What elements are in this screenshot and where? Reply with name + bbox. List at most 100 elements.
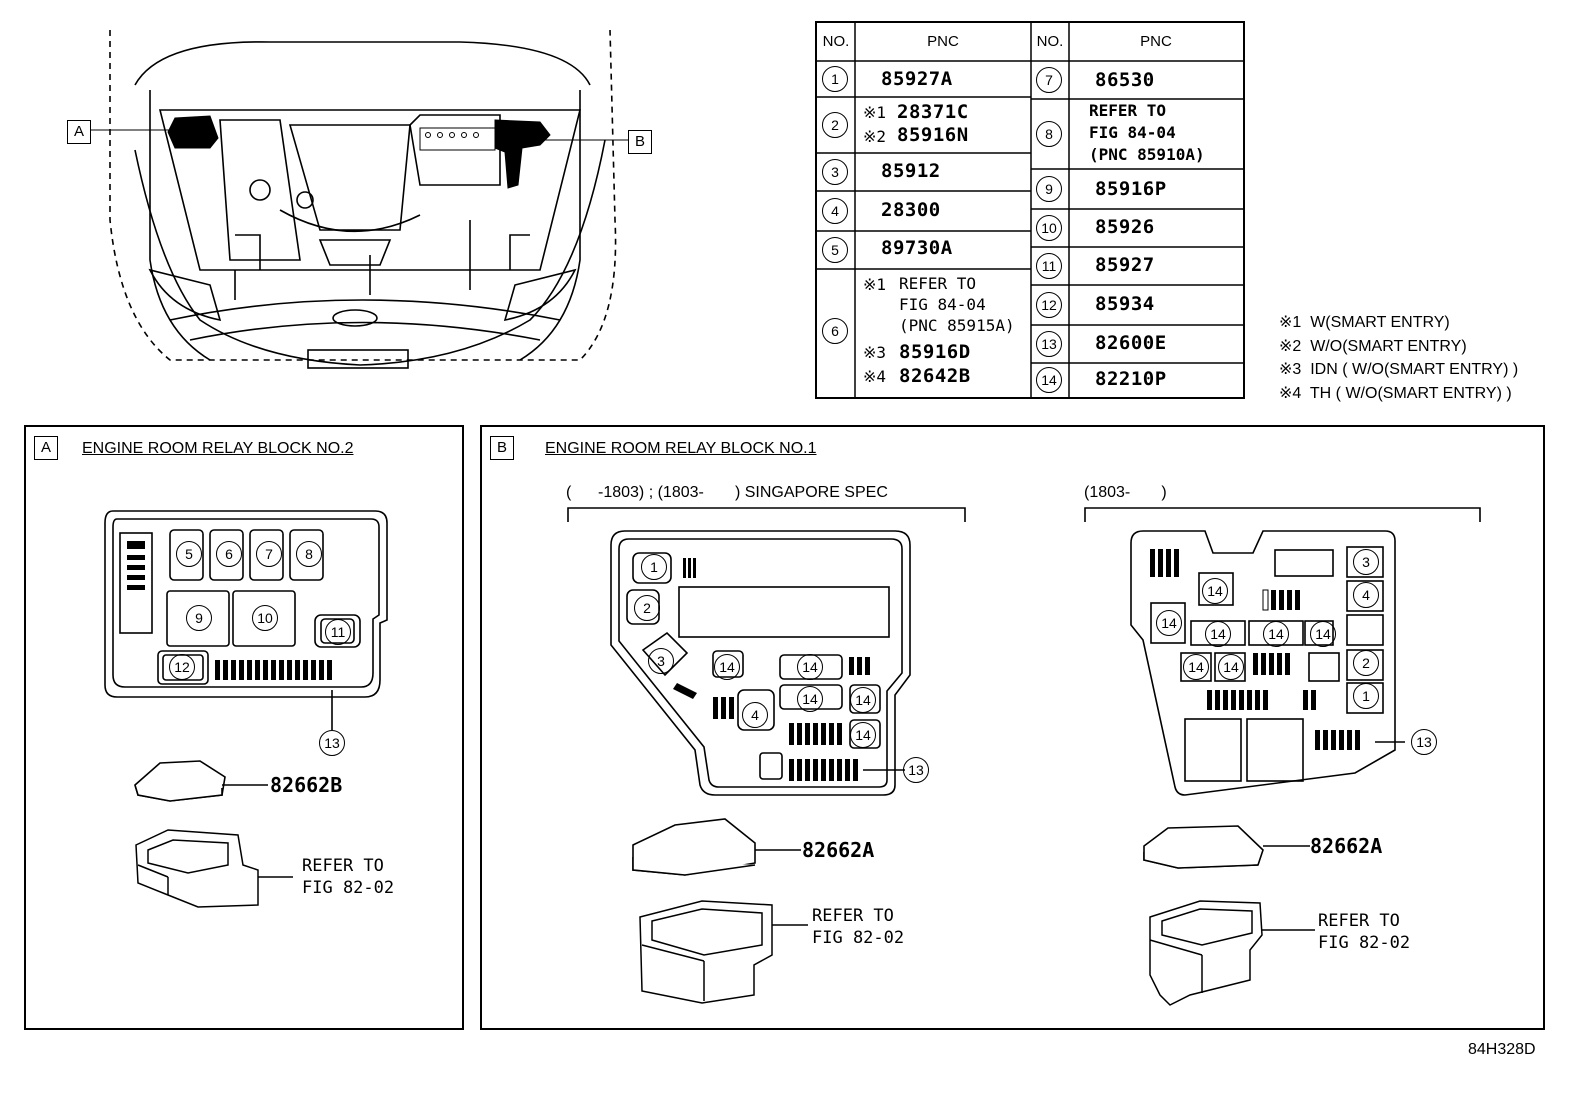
pnc-value-6c: (PNC 85915A): [899, 316, 1015, 335]
callout-a-6: 6: [216, 541, 242, 567]
pnc-value-10: 85926: [1095, 216, 1155, 238]
footnote-1: ※1 W(SMART ENTRY): [1279, 314, 1450, 331]
row-no-2: 2: [822, 112, 848, 138]
callout-br-14c: 14: [1205, 621, 1231, 647]
callout-bl-14a: 14: [714, 654, 740, 680]
callout-br-14g: 14: [1218, 654, 1244, 680]
pnc-value-6b: FIG 84-04: [899, 295, 986, 314]
vehicle-front-illustration: [87, 29, 628, 369]
pnc-value-2b: 85916N: [897, 124, 969, 146]
row-no-8: 8: [1036, 121, 1062, 147]
callout-bl-14e: 14: [850, 722, 876, 748]
relay-case-a-drawing: [135, 829, 293, 908]
panel-a-letter: A: [34, 436, 58, 460]
refer-a-line1: REFER TO: [302, 856, 384, 876]
row-no-11: 11: [1036, 253, 1062, 279]
pnc-value-13: 82600E: [1095, 332, 1167, 354]
callout-a-5: 5: [176, 541, 202, 567]
pnc-value-2a: 28371C: [897, 101, 969, 123]
col-header-pnc-left: PNC: [927, 33, 959, 50]
pnc-table: NO. PNC NO. PNC 1 85927A 2 ※1 28371C ※2 …: [815, 21, 1245, 399]
callout-bl-14b: 14: [797, 654, 823, 680]
callout-bl-14d: 14: [850, 687, 876, 713]
pnc-value-8c: (PNC 85910A): [1089, 145, 1205, 164]
callout-bl-13: 13: [903, 757, 929, 783]
row-no-13: 13: [1036, 331, 1062, 357]
refer-br-line2: FIG 82-02: [1318, 933, 1411, 953]
row-no-3: 3: [822, 159, 848, 185]
footnote-4: ※4 TH ( W/O(SMART ENTRY) ): [1279, 384, 1512, 402]
callout-br-4: 4: [1353, 582, 1379, 608]
callout-br-14f: 14: [1183, 654, 1209, 680]
callout-bl-3: 3: [648, 648, 674, 674]
pnc-value-4: 28300: [881, 199, 941, 221]
callout-a-11: 11: [325, 619, 351, 645]
refer-bl-line1: REFER TO: [812, 906, 894, 926]
panel-a-title: ENGINE ROOM RELAY BLOCK NO.2: [82, 440, 354, 457]
col-header-no-right: NO.: [1036, 33, 1064, 50]
pnc-value-9: 85916P: [1095, 178, 1167, 200]
part-82662b: 82662B: [270, 773, 343, 797]
pnc-value-12: 85934: [1095, 293, 1155, 315]
callout-bl-2: 2: [634, 595, 660, 621]
refer-bl-line2: FIG 82-02: [812, 928, 905, 948]
row-no-4: 4: [822, 198, 848, 224]
callout-br-13: 13: [1411, 729, 1437, 755]
relay-case-b-right-drawing: [1149, 900, 1315, 1006]
vehicle-label-a: A: [67, 120, 91, 144]
relay-block-b-location: [494, 119, 551, 189]
relay-block-1-right-drawing: [1130, 530, 1405, 796]
part-82662a-left: 82662A: [802, 838, 875, 862]
row-no-10: 10: [1036, 215, 1062, 241]
relay-block-a-location: [167, 115, 219, 149]
callout-bl-14c: 14: [797, 686, 823, 712]
refer-a-line2: FIG 82-02: [302, 878, 395, 898]
cover-82662b-drawing: [134, 760, 268, 802]
pnc-value-6a: REFER TO: [899, 274, 977, 293]
pnc-value-7: 86530: [1095, 69, 1155, 91]
callout-br-14e: 14: [1310, 621, 1336, 647]
callout-a-12: 12: [169, 654, 195, 680]
panel-b-letter: B: [490, 436, 514, 460]
cover-82662a-right-drawing: [1143, 825, 1310, 869]
col-header-no-left: NO.: [822, 33, 850, 50]
row-no-14: 14: [1036, 367, 1062, 393]
row-no-7: 7: [1036, 67, 1062, 93]
pnc-value-5: 89730A: [881, 237, 953, 259]
spec-right-label: (1803- ): [1084, 484, 1167, 501]
panel-b-frame: [480, 425, 1545, 1030]
spec-brackets: [567, 507, 1481, 522]
callout-br-2: 2: [1353, 650, 1379, 676]
pnc-value-11: 85927: [1095, 254, 1155, 276]
callout-br-3: 3: [1353, 549, 1379, 575]
panel-b-title: ENGINE ROOM RELAY BLOCK NO.1: [545, 440, 817, 457]
callout-a-10: 10: [252, 605, 278, 631]
footnote-2: ※2 W/O(SMART ENTRY): [1279, 337, 1467, 355]
vehicle-label-b: B: [628, 130, 652, 154]
callout-br-14a: 14: [1202, 578, 1228, 604]
pnc-table-grid: [817, 23, 1243, 397]
pnc-value-1: 85927A: [881, 68, 953, 90]
footnote-3: ※3 IDN ( W/O(SMART ENTRY) ): [1279, 361, 1519, 378]
callout-a-9: 9: [186, 605, 212, 631]
pnc-mark-2a: ※1: [863, 103, 887, 122]
row-no-9: 9: [1036, 176, 1062, 202]
pnc-mark-6a: ※1: [863, 275, 887, 294]
pnc-value-6d: 85916D: [899, 341, 971, 363]
callout-bl-1: 1: [641, 554, 667, 580]
row-no-1: 1: [822, 66, 848, 92]
pnc-value-8a: REFER TO: [1089, 101, 1167, 120]
pnc-mark-6d: ※3: [863, 343, 887, 362]
callout-br-14b: 14: [1156, 610, 1182, 636]
callout-bl-4: 4: [742, 702, 768, 728]
pnc-value-14: 82210P: [1095, 368, 1167, 390]
row-no-6: 6: [822, 318, 848, 344]
figure-code: 84H328D: [1468, 1041, 1536, 1058]
footnotes: ※1 W(SMART ENTRY) ※2 W/O(SMART ENTRY) ※3…: [1279, 311, 1518, 405]
callout-a-8: 8: [296, 541, 322, 567]
callout-br-14d: 14: [1263, 621, 1289, 647]
callout-a-13: 13: [319, 730, 345, 756]
row-no-12: 12: [1036, 292, 1062, 318]
col-header-pnc-right: PNC: [1140, 33, 1172, 50]
callout-a-7: 7: [256, 541, 282, 567]
